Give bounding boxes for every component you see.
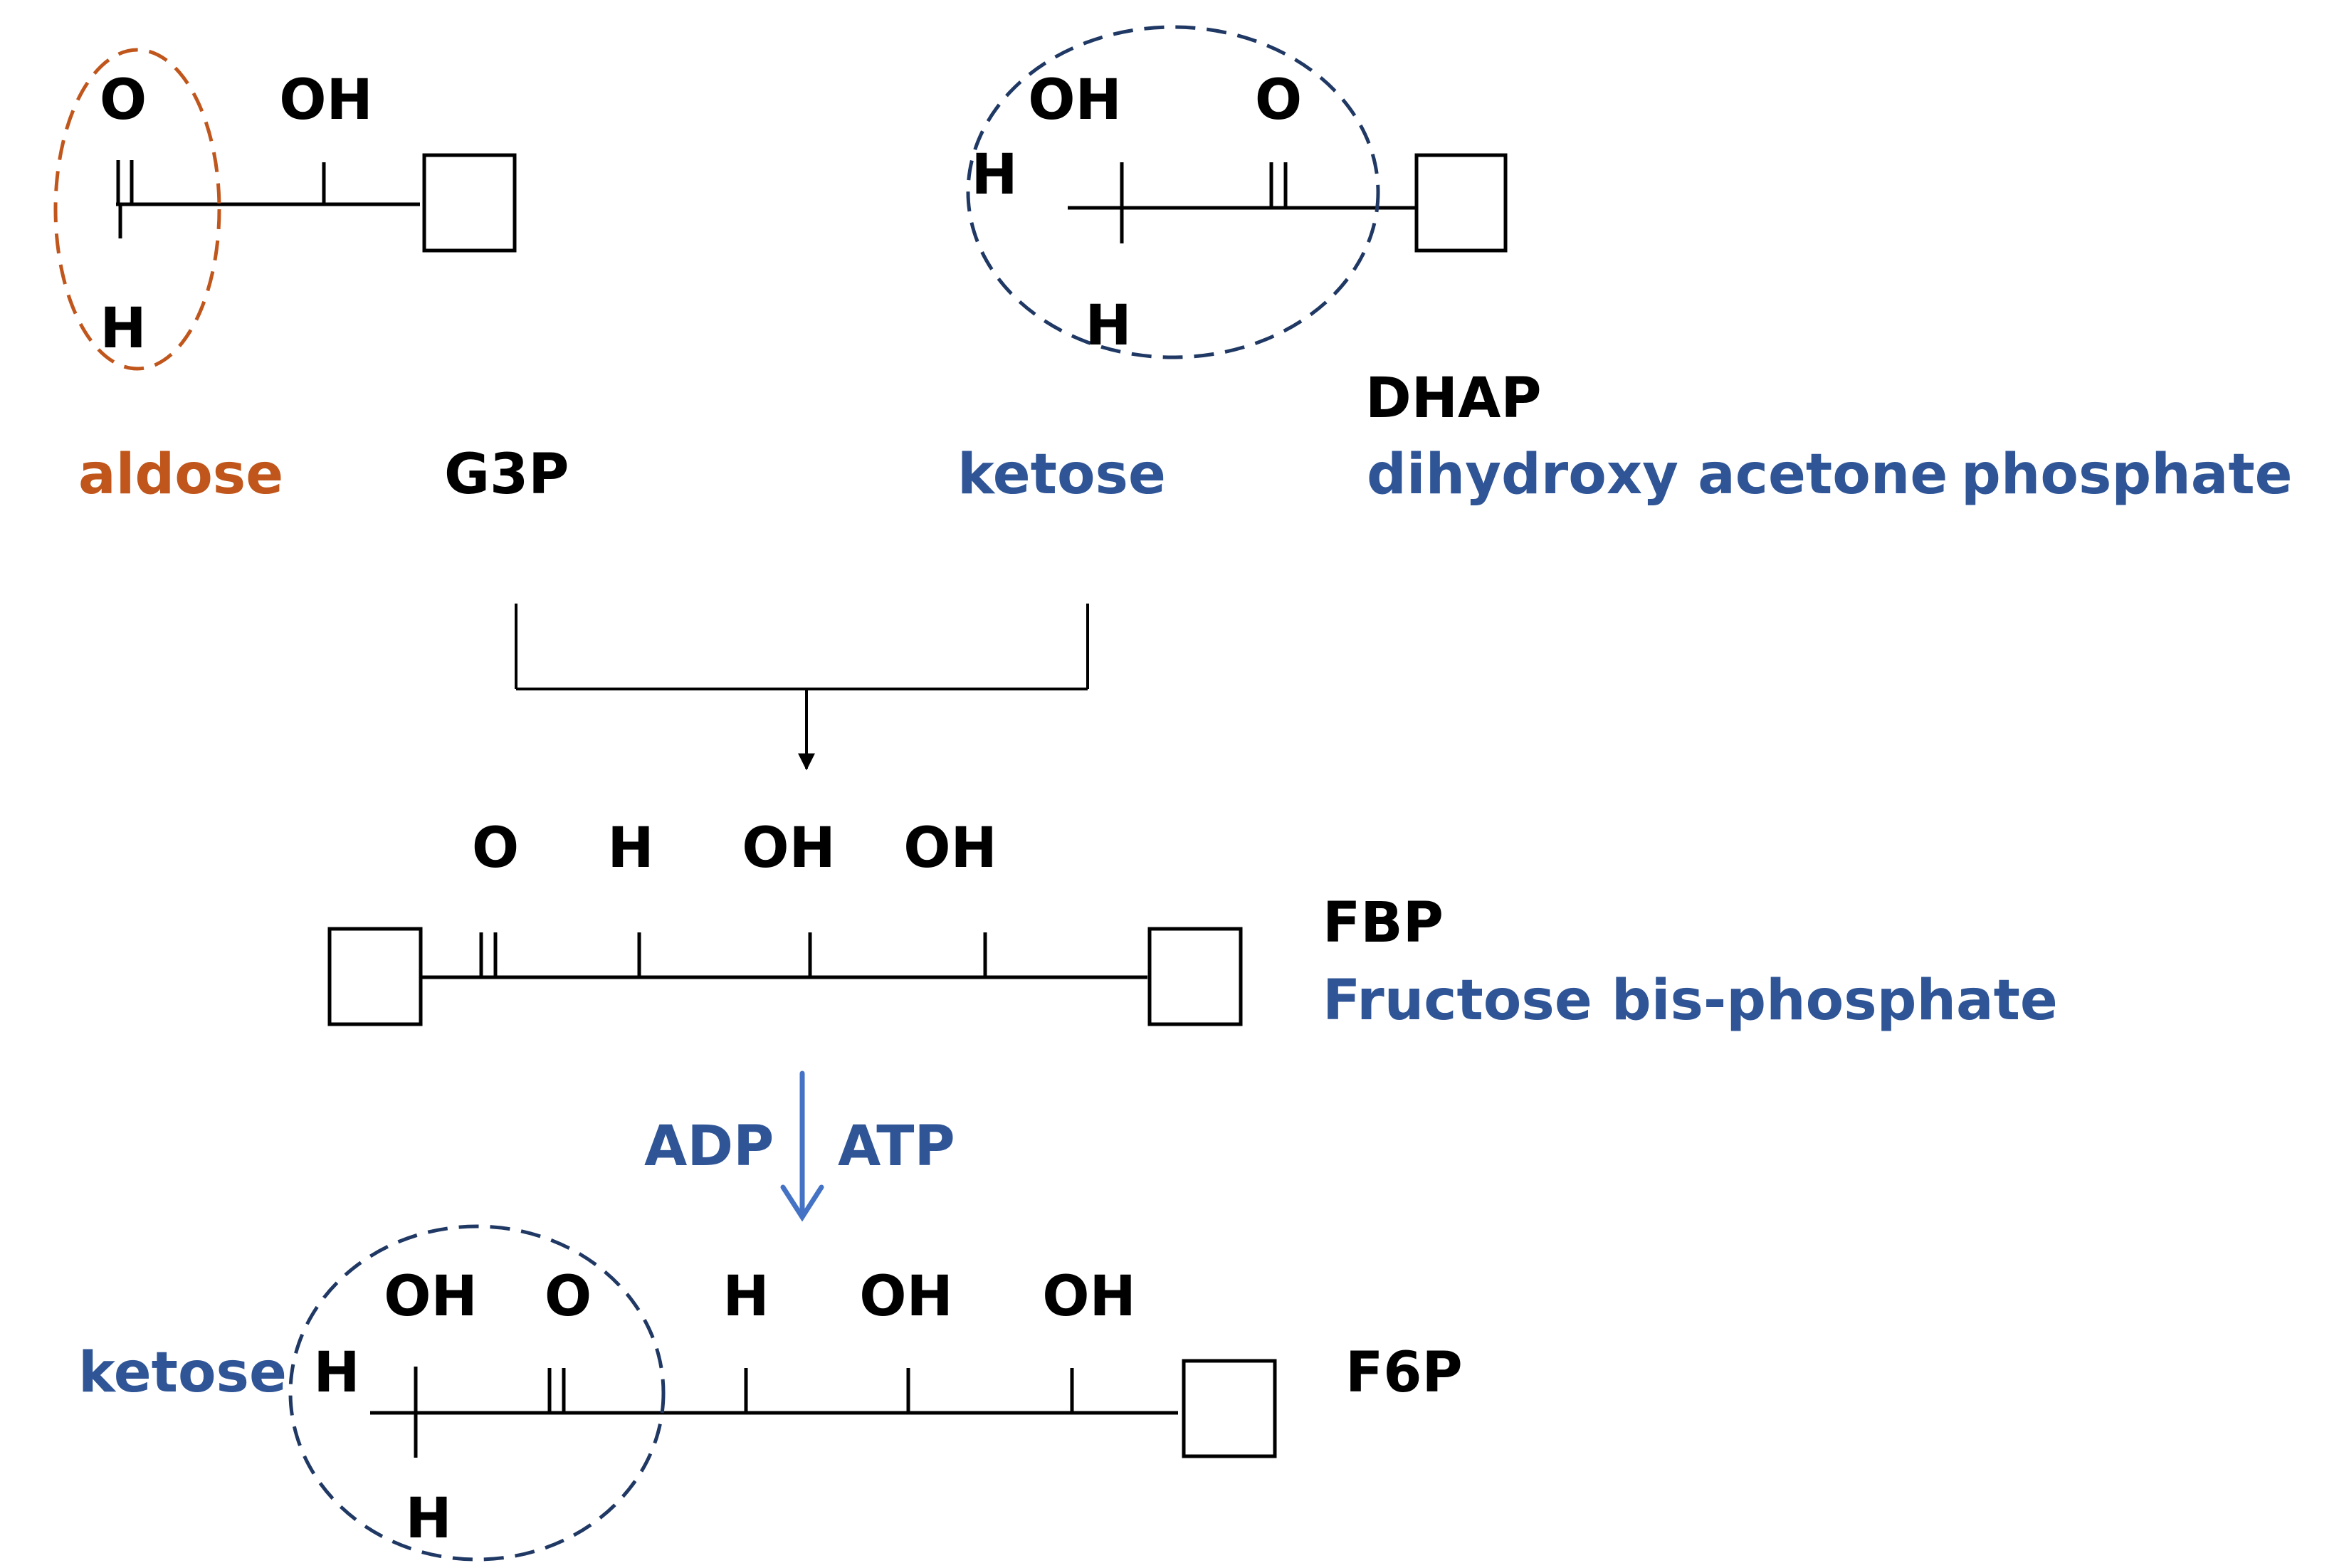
aldose-label: aldose — [78, 443, 283, 507]
g3p-atom-oh: OH — [279, 68, 373, 132]
g3p-atom-o: O — [100, 68, 147, 132]
dhap-phosphate-box — [1414, 153, 1508, 253]
fbp-atom-h: H — [607, 816, 653, 880]
f6p-name-label: F6P — [1345, 1341, 1463, 1405]
dhap-full-name-part2: phosphate — [1961, 443, 2293, 507]
combine-bracket — [515, 604, 1089, 771]
atp-label: ATP — [838, 1115, 955, 1179]
fbp-left-phosphate-box — [327, 927, 423, 1026]
dhap-ketose-highlight-ellipse — [966, 25, 1380, 359]
dhap-structure — [1068, 153, 1508, 253]
f6p-ketose-highlight-ellipse — [288, 1224, 666, 1562]
g3p-phosphate-box — [422, 153, 517, 253]
adp-label: ADP — [644, 1115, 774, 1179]
f6p-atom-oh1: OH — [859, 1265, 953, 1329]
f6p-atom-oh-top: OH — [384, 1265, 478, 1329]
g3p-name-label: G3P — [444, 443, 569, 507]
aldose-highlight-ellipse — [53, 48, 221, 371]
f6p-atom-oh2: OH — [1042, 1265, 1136, 1329]
f6p-phosphate-box — [1182, 1359, 1277, 1458]
fbp-name-label: FBP — [1323, 891, 1444, 955]
fbp-atom-oh1: OH — [742, 816, 836, 880]
dhap-ketose-label: ketose — [957, 443, 1166, 507]
fbp-right-phosphate-box — [1147, 927, 1243, 1026]
f6p-ketose-label: ketose — [78, 1341, 287, 1405]
g3p-atom-h: H — [100, 297, 146, 361]
f6p-atom-h-left: H — [313, 1341, 359, 1405]
g3p-structure — [116, 153, 517, 253]
dhap-atom-o: O — [1255, 68, 1302, 132]
fbp-structure — [327, 927, 1243, 1026]
reaction-arrow-head — [780, 1184, 824, 1222]
f6p-atom-h-bottom: H — [405, 1487, 451, 1551]
dhap-full-name-part1: dihydroxy acetone — [1367, 443, 1948, 507]
dhap-atom-oh: OH — [1028, 68, 1122, 132]
f6p-structure — [370, 1359, 1277, 1458]
reaction-arrow — [780, 1070, 824, 1222]
fbp-atom-oh2: OH — [903, 816, 997, 880]
fbp-full-name-label: Fructose bis-phosphate — [1323, 969, 2058, 1033]
dhap-atom-h-bottom: H — [1085, 294, 1131, 358]
fbp-atom-o: O — [472, 816, 519, 880]
f6p-atom-o: O — [545, 1265, 592, 1329]
dhap-name-label: DHAP — [1365, 367, 1542, 431]
f6p-atom-h: H — [722, 1265, 769, 1329]
dhap-atom-h-top: H — [971, 143, 1017, 207]
